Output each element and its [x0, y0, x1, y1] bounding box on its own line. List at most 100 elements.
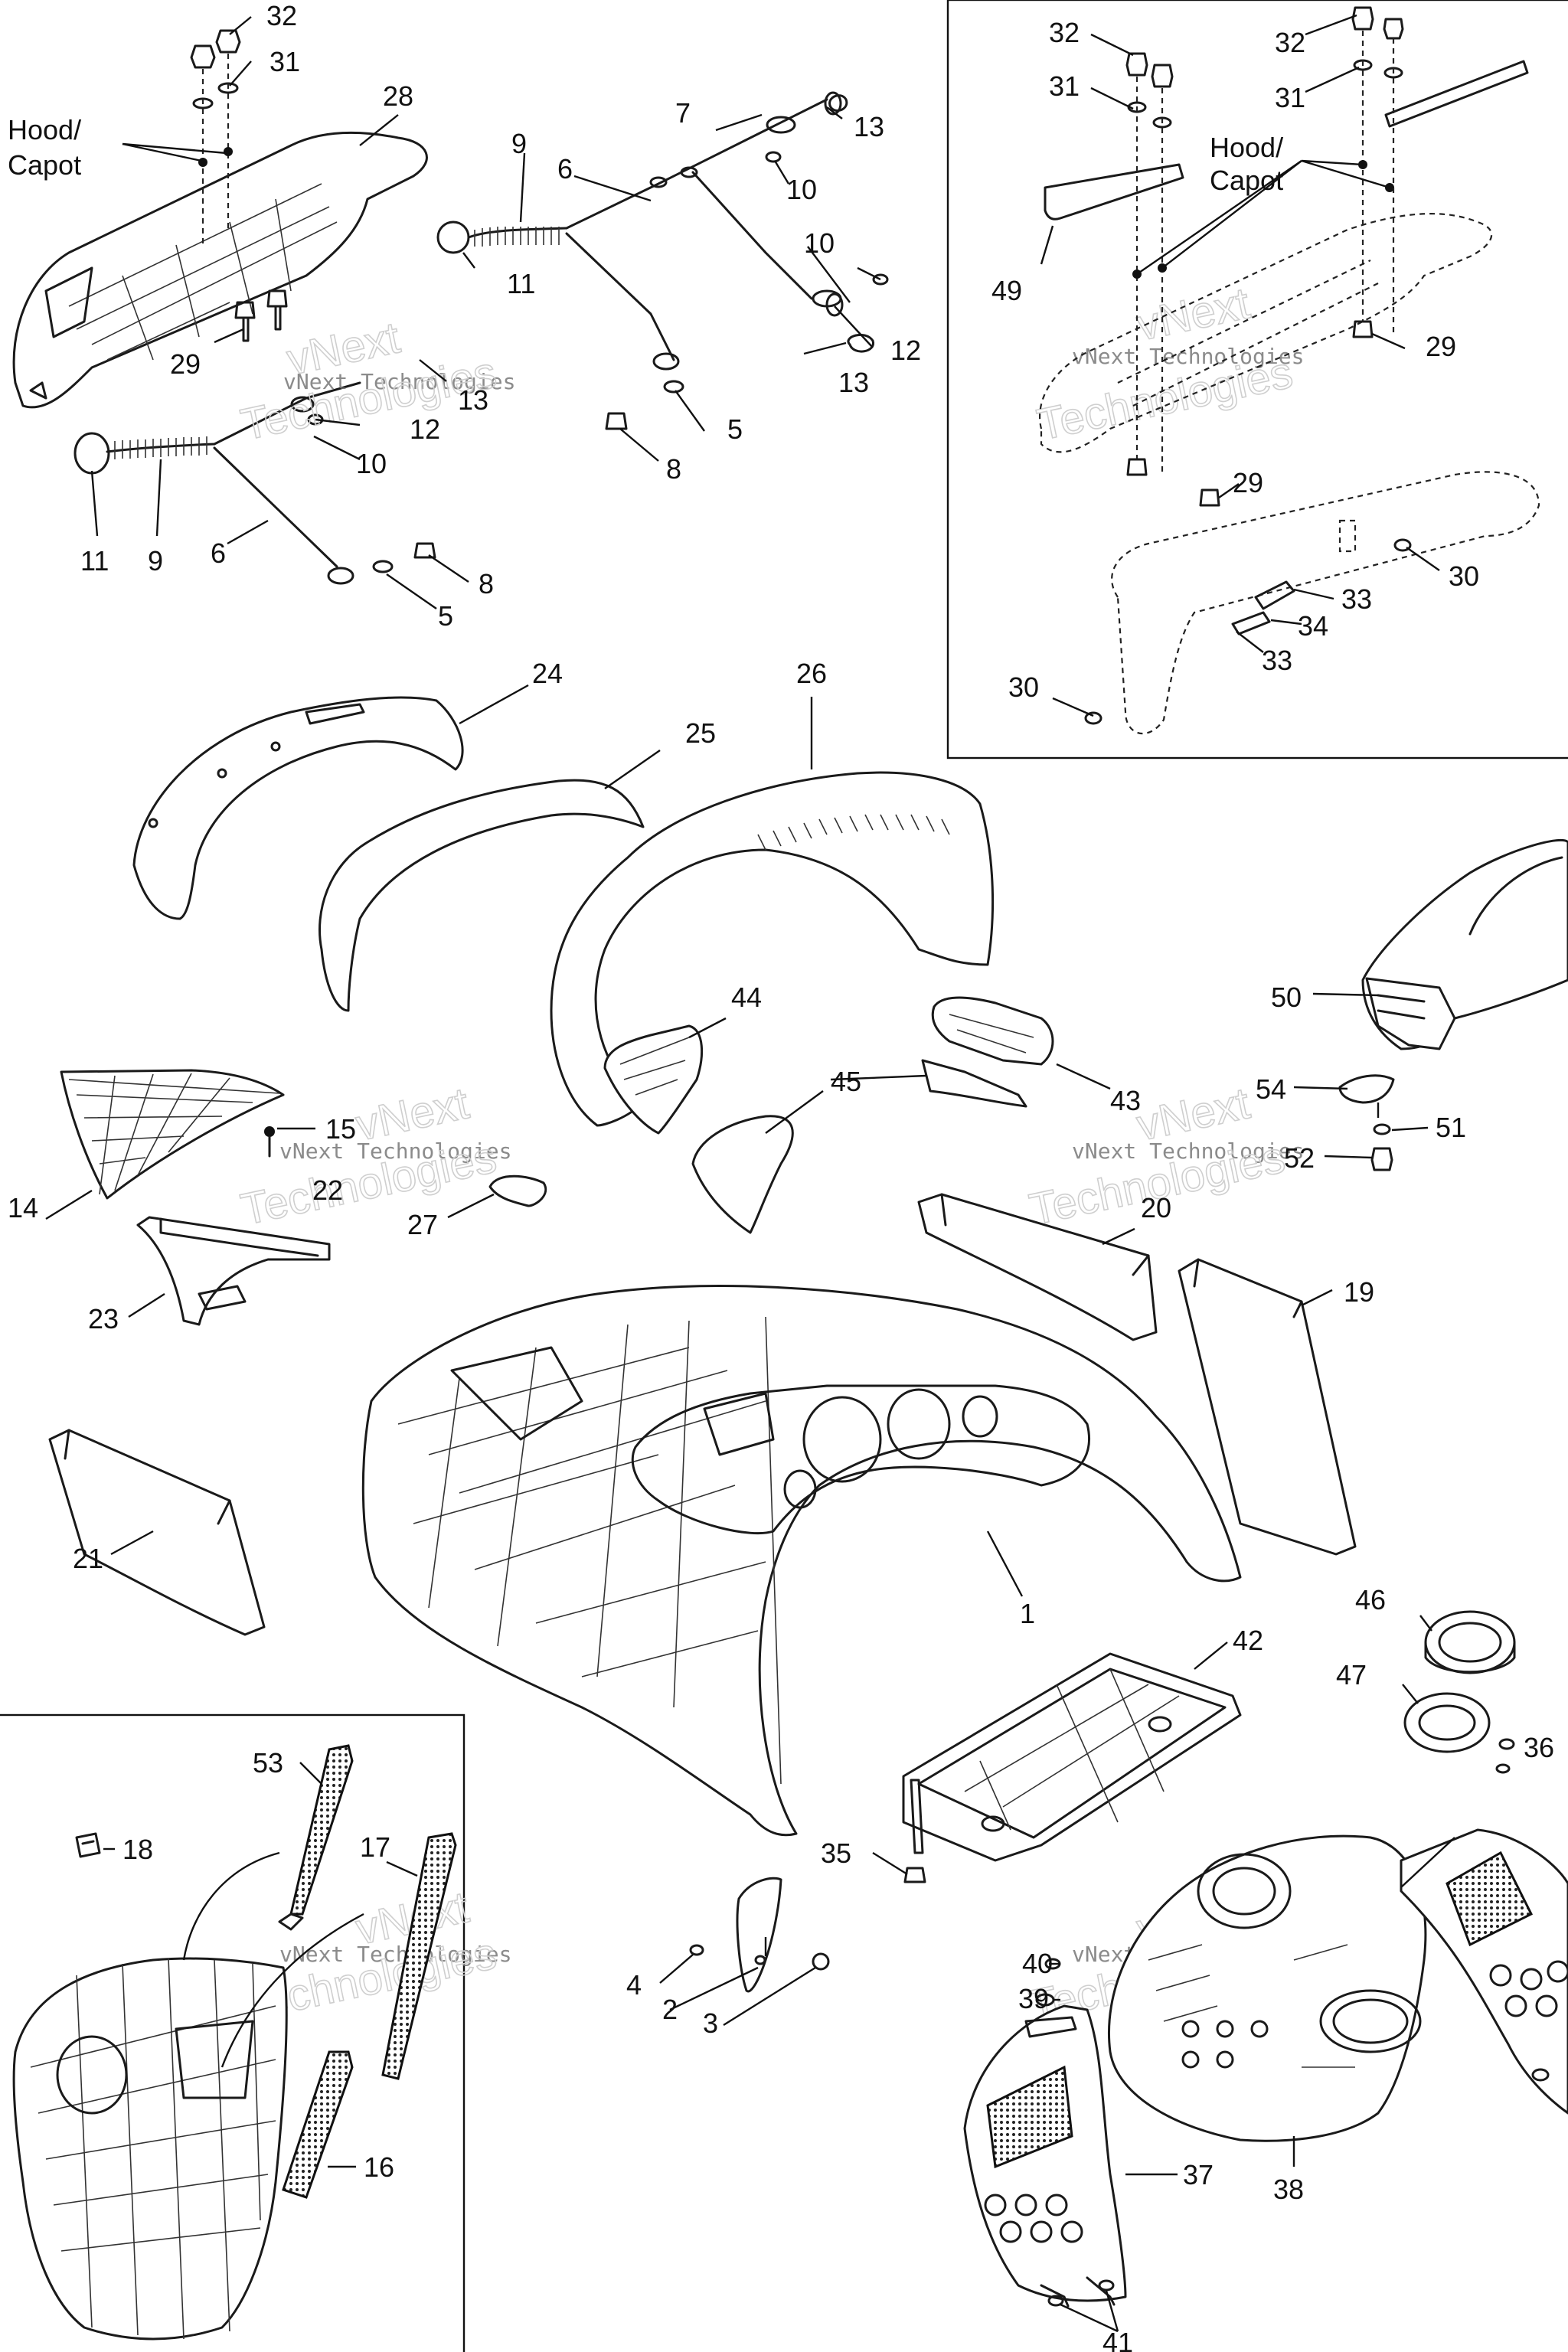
svg-text:32: 32 — [1275, 27, 1305, 58]
panel-20 — [917, 1193, 1158, 1341]
svg-text:45: 45 — [831, 1066, 861, 1097]
svg-text:vNext Technologies: vNext Technologies — [283, 369, 515, 394]
svg-text:12: 12 — [410, 413, 440, 445]
svg-text:19: 19 — [1344, 1276, 1374, 1308]
svg-text:18: 18 — [122, 1834, 153, 1865]
svg-text:33: 33 — [1262, 645, 1292, 676]
svg-text:8: 8 — [479, 568, 494, 599]
ring-46 — [1424, 1610, 1516, 1674]
svg-text:32: 32 — [266, 0, 297, 31]
watermark-top-right: vNext Technologies vNext Technologies — [1032, 278, 1304, 451]
svg-text:31: 31 — [1275, 82, 1305, 113]
svg-text:9: 9 — [148, 545, 163, 577]
windshield-24 — [132, 696, 464, 920]
part-15-22 — [264, 1126, 275, 1158]
inset-side-panel — [12, 1957, 288, 2341]
svg-text:23: 23 — [88, 1303, 119, 1334]
svg-text:28: 28 — [383, 80, 413, 112]
svg-text:44: 44 — [731, 982, 762, 1013]
svg-text:32: 32 — [1049, 17, 1080, 48]
svg-text:vNext Technologies: vNext Technologies — [1072, 1138, 1304, 1164]
svg-text:54: 54 — [1256, 1073, 1286, 1105]
svg-text:vNext Technologies: vNext Technologies — [279, 1942, 511, 1967]
svg-text:13: 13 — [838, 367, 869, 398]
svg-text:41: 41 — [1102, 2327, 1133, 2352]
svg-text:20: 20 — [1141, 1192, 1171, 1223]
svg-text:6: 6 — [557, 153, 573, 185]
bolt-35 — [903, 1779, 926, 1883]
svg-text:3: 3 — [703, 2007, 718, 2039]
svg-text:37: 37 — [1183, 2159, 1214, 2190]
svg-text:25: 25 — [685, 717, 716, 749]
inset-fasteners-29-30-31-32-33-34 — [1084, 6, 1412, 725]
svg-text:30: 30 — [1008, 671, 1039, 703]
watermark-middle-right: vNext Technologies vNext Technologies — [1024, 1078, 1304, 1236]
side-panel-37 — [963, 2004, 1127, 2308]
svg-text:13: 13 — [854, 111, 884, 142]
mirror-hardware-54-51-52 — [1338, 1074, 1395, 1171]
svg-text:21: 21 — [73, 1543, 103, 1574]
ring-47 — [1403, 1692, 1491, 1753]
svg-text:7: 7 — [675, 97, 691, 129]
svg-text:2: 2 — [662, 1994, 678, 2025]
inset-frame-top-right — [946, 0, 1568, 760]
svg-text:47: 47 — [1336, 1659, 1367, 1690]
svg-text:16: 16 — [364, 2151, 394, 2183]
svg-text:31: 31 — [270, 46, 300, 77]
svg-text:10: 10 — [786, 174, 817, 205]
part-45 — [691, 1059, 1027, 1234]
windshield-25 — [318, 779, 645, 1012]
part-14 — [60, 1069, 285, 1200]
svg-text:26: 26 — [796, 658, 827, 689]
svg-text:40: 40 — [1022, 1948, 1053, 1979]
clip-18 — [75, 1832, 101, 1858]
svg-text:17: 17 — [360, 1831, 390, 1863]
svg-text:10: 10 — [804, 227, 835, 259]
leader-lines — [45, 14, 1455, 2333]
svg-text:4: 4 — [626, 1969, 642, 2001]
svg-text:12: 12 — [890, 335, 921, 366]
svg-text:10: 10 — [356, 448, 387, 479]
part-23 — [136, 1216, 331, 1326]
cable-assembly-upper — [436, 91, 889, 430]
panel-19 — [1178, 1258, 1357, 1556]
svg-text:51: 51 — [1436, 1112, 1466, 1143]
svg-text:42: 42 — [1233, 1625, 1263, 1656]
svg-text:5: 5 — [438, 600, 453, 632]
svg-text:31: 31 — [1049, 70, 1080, 102]
console-38 — [1108, 1834, 1427, 2142]
inset-deflectors-49 — [1044, 60, 1529, 220]
svg-text:50: 50 — [1271, 982, 1302, 1013]
svg-text:53: 53 — [253, 1747, 283, 1779]
svg-text:13: 13 — [458, 384, 488, 416]
svg-text:vNext Technologies: vNext Technologies — [1072, 344, 1304, 369]
svg-text:vNext: vNext — [1132, 278, 1254, 350]
svg-text:49: 49 — [991, 275, 1022, 306]
svg-text:8: 8 — [666, 453, 681, 485]
panel-21 — [48, 1429, 266, 1636]
windshield-26 — [550, 771, 995, 1127]
fasteners-31-32-left — [190, 29, 241, 245]
callout-labels: Hood/ Capot Hood/ Capot 32 31 28 9 6 7 1… — [8, 0, 1554, 2352]
watermark-top-left: vNext Technologies vNext Technologies — [236, 312, 515, 451]
mesh-insert-53 — [278, 1744, 354, 1931]
main-hood-1 — [361, 1285, 1242, 1837]
svg-text:39: 39 — [1018, 1983, 1049, 2014]
svg-text:vNext Technologies: vNext Technologies — [279, 1138, 511, 1164]
tray-42 — [902, 1652, 1242, 1862]
part-44 — [603, 1024, 704, 1135]
svg-text:34: 34 — [1298, 610, 1328, 642]
svg-text:52: 52 — [1284, 1142, 1315, 1174]
hood-bracket-28 — [12, 131, 428, 409]
svg-text:22: 22 — [312, 1174, 343, 1206]
bracket-2 — [689, 1877, 830, 1993]
part-27 — [488, 1174, 547, 1207]
svg-text:5: 5 — [727, 413, 743, 445]
svg-text:Hood/: Hood/ — [1210, 132, 1283, 163]
inset-hood-bracket-dashed — [1039, 213, 1540, 735]
svg-text:29: 29 — [1426, 331, 1456, 362]
svg-text:38: 38 — [1273, 2174, 1304, 2205]
watermark-middle-left: vNext Technologies vNext Technologies — [236, 1078, 511, 1236]
svg-text:29: 29 — [170, 348, 201, 380]
mirror-50 — [1361, 838, 1568, 1050]
